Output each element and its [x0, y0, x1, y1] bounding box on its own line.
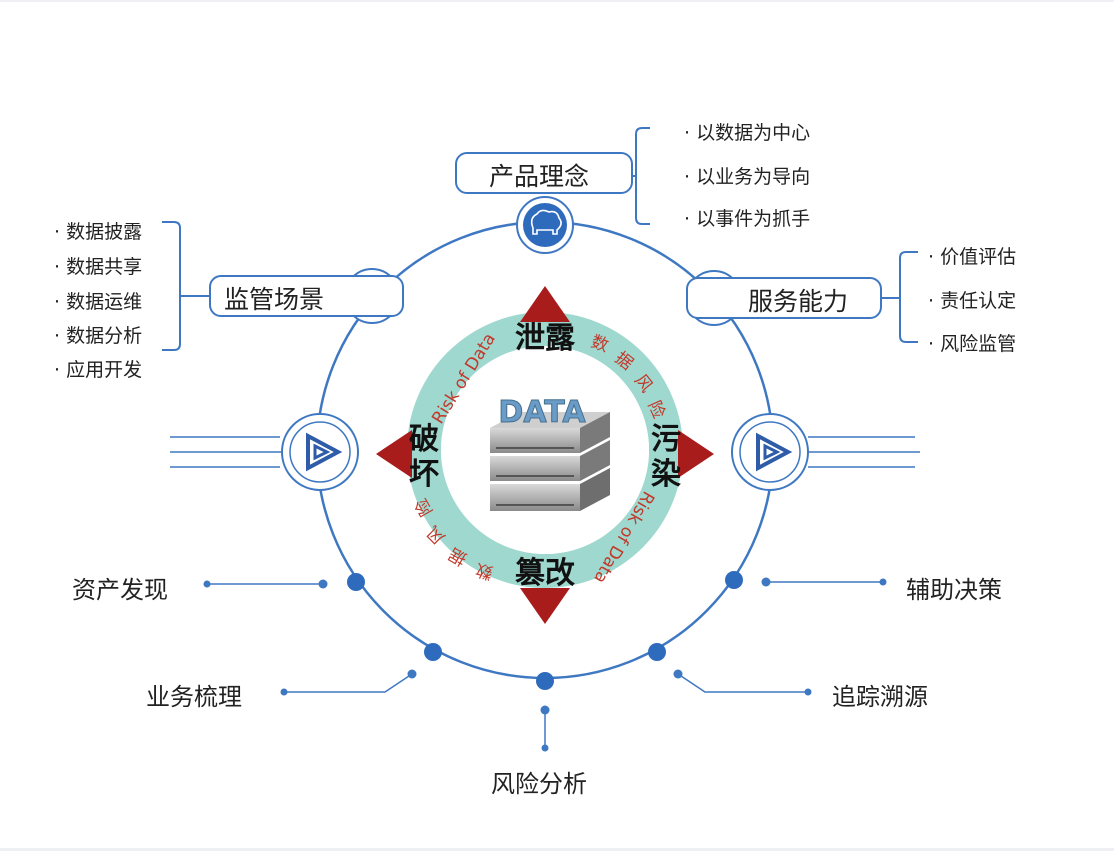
product-concept-box: [455, 152, 633, 194]
service-capability-title: 服务能力: [748, 287, 849, 316]
top-divider: [0, 0, 1114, 2]
left-list-item: · 数据共享: [54, 256, 143, 278]
bracket-left: [162, 221, 181, 351]
arrow-up-icon: [520, 286, 570, 322]
brain-icon: [523, 203, 567, 247]
svg-text:险: 险: [643, 398, 668, 422]
risk-left-label-2: 坏: [409, 457, 439, 492]
left-list-item: · 数据分析: [54, 325, 143, 347]
asset-discovery-label: 资产发现: [72, 576, 168, 604]
left-list-item: · 数据披露: [54, 221, 143, 243]
play-icon-left: [170, 413, 359, 491]
risk-ring: [407, 312, 683, 588]
node-dot: [347, 573, 365, 591]
node-dot: [424, 643, 442, 661]
left-list-item: · 数据运维: [54, 291, 143, 313]
arrow-down-icon: [520, 588, 570, 624]
data-server-icon: DATA: [490, 395, 610, 511]
top-list-item: · 以数据为中心: [684, 122, 811, 144]
right-list-item: · 风险监管: [928, 333, 1017, 355]
connector-line: [677, 673, 808, 693]
trace-source-label: 追踪溯源: [832, 683, 928, 711]
top-list-item: · 以业务为导向: [684, 166, 811, 188]
bracket-right: [899, 251, 918, 343]
node-dot: [725, 571, 743, 589]
risk-right-label-2: 染: [651, 457, 681, 492]
connector-line: [284, 673, 413, 693]
regulatory-scenario-title: 监管场景: [224, 285, 325, 314]
right-list-item: · 责任认定: [928, 290, 1017, 312]
right-list-item: · 价值评估: [928, 246, 1017, 268]
decision-support-label: 辅助决策: [906, 576, 1002, 604]
business-sorting-label: 业务梳理: [146, 683, 242, 711]
risk-top-label: 泄露: [515, 321, 576, 356]
arrow-left-icon: [376, 430, 412, 478]
play-icon-right: [731, 413, 920, 491]
risk-analysis-label: 风险分析: [491, 770, 587, 798]
service-capability-box: [686, 277, 882, 319]
svg-text:数: 数: [588, 332, 611, 357]
svg-text:数: 数: [474, 559, 496, 583]
arrow-right-icon: [678, 430, 714, 478]
brain-glyph: [530, 209, 562, 235]
product-concept-title: 产品理念: [489, 162, 590, 191]
top-list-item: · 以事件为抓手: [684, 208, 811, 230]
data-text-3d: DATA: [498, 395, 586, 430]
bracket-top: [635, 127, 650, 225]
regulatory-scenario-box: [209, 275, 404, 317]
node-dot: [648, 643, 666, 661]
risk-left-label-1: 破: [409, 422, 439, 457]
bottom-divider: [0, 848, 1114, 851]
risk-bottom-label: 篡改: [515, 556, 575, 591]
left-list-item: · 应用开发: [54, 359, 143, 381]
risk-right-label-1: 污: [651, 422, 681, 457]
node-dot: [536, 672, 554, 690]
